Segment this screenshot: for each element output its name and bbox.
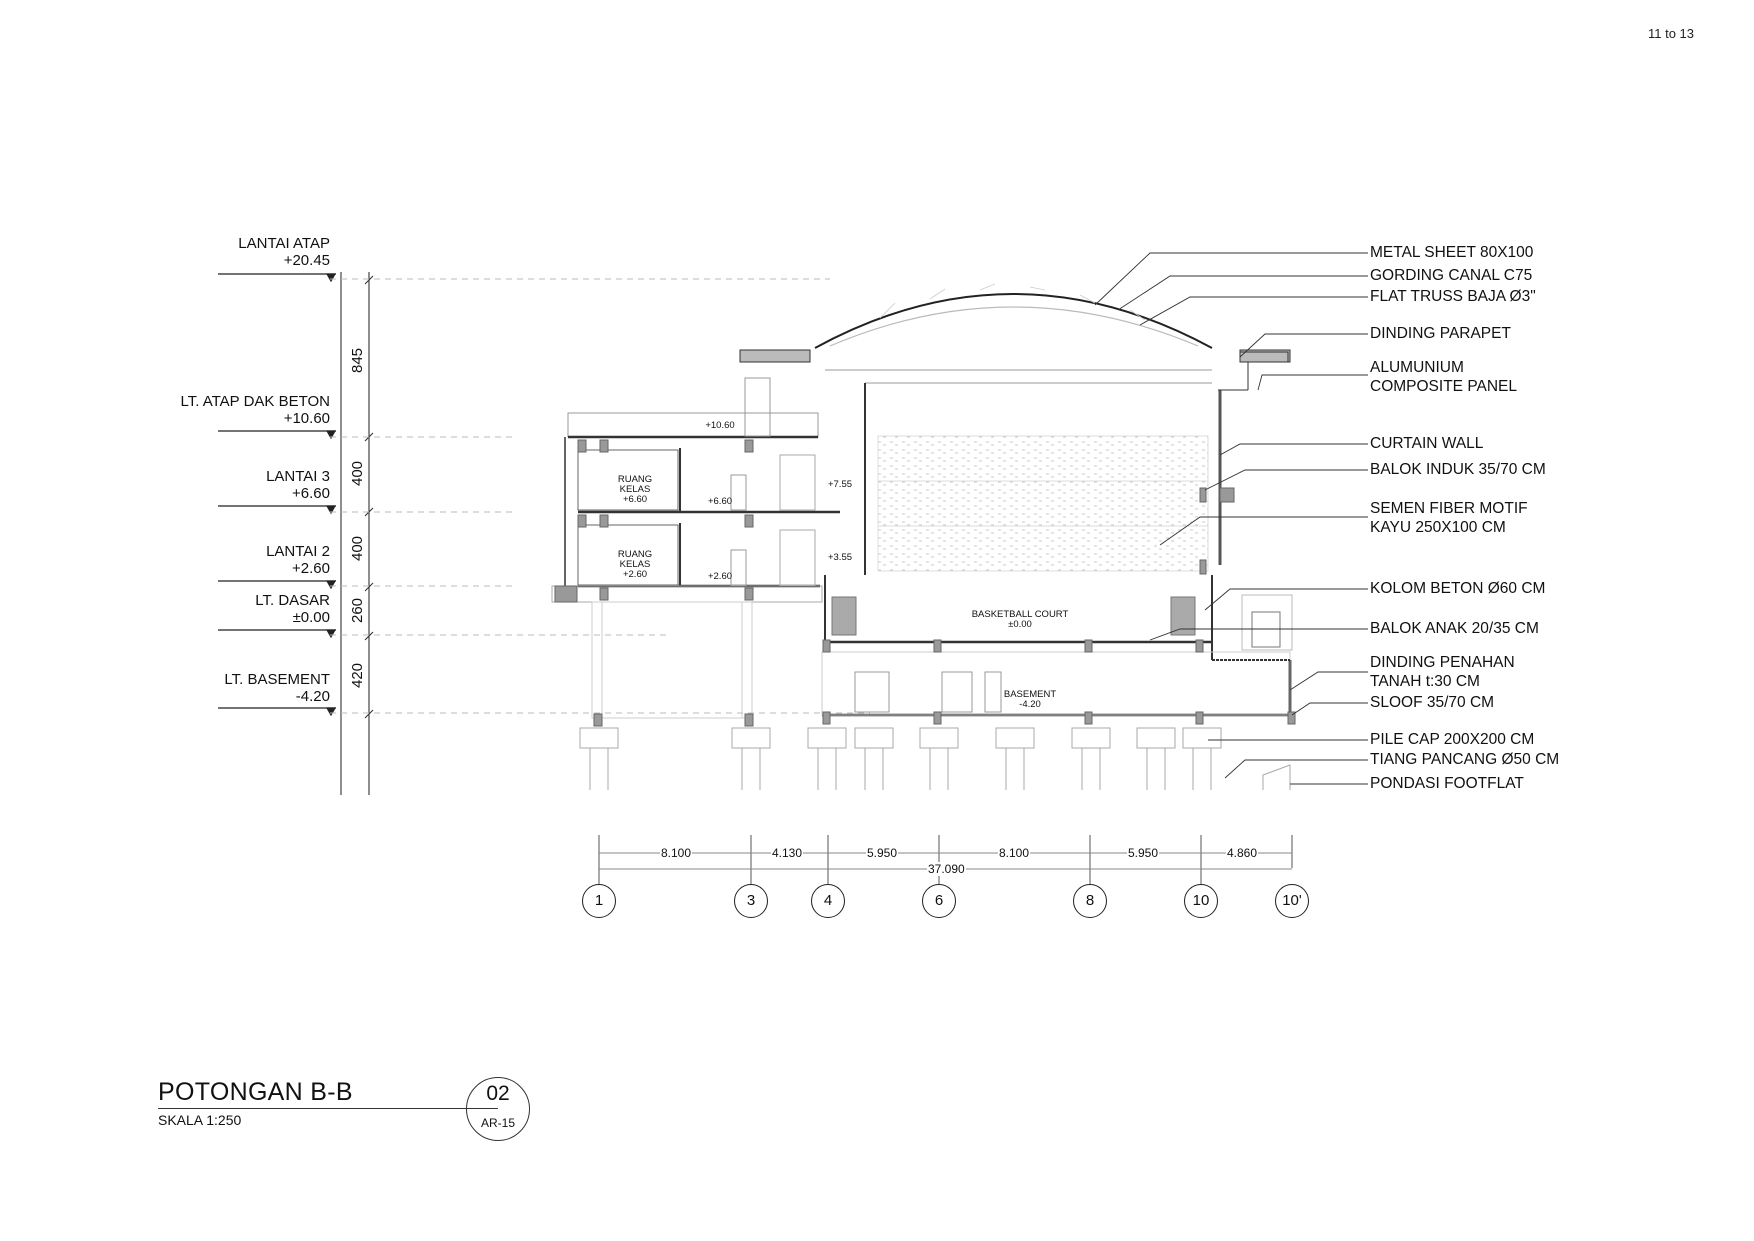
callout-label: BALOK ANAK 20/35 CM: [1370, 619, 1539, 638]
height-dimension: 420: [349, 662, 367, 689]
level-name: LT. BASEMENT: [224, 671, 330, 688]
callout-label: SLOOF 35/70 CM: [1370, 693, 1494, 712]
room-level: -4.20: [1019, 699, 1041, 710]
sheet-reference-circle: [466, 1077, 530, 1141]
title-underline: [158, 1108, 498, 1109]
classroom-block: [551, 377, 840, 727]
room-name: BASKETBALL COURT: [971, 609, 1069, 620]
callout-label: BALOK INDUK 35/70 CM: [1370, 460, 1546, 479]
level-value: ±0.00: [292, 609, 330, 626]
span-dimension: 4.130: [771, 846, 804, 860]
callout-text: KAYU 250X100 CM: [1370, 519, 1506, 536]
callout-label: FLAT TRUSS BAJA Ø3": [1370, 287, 1536, 306]
height-dimension: 400: [349, 460, 367, 487]
spot-level: +6.60: [707, 496, 733, 507]
callout-label: PILE CAP 200X200 CM: [1370, 730, 1534, 749]
callout-label: KOLOM BETON Ø60 CM: [1370, 579, 1545, 598]
callout-text: DINDING PENAHAN: [1370, 654, 1515, 671]
grid-axis-bubble: 8: [1073, 884, 1107, 918]
callout-label: SEMEN FIBER MOTIF KAYU 250X100 CM: [1370, 499, 1528, 537]
callout-label: DINDING PARAPET: [1370, 324, 1511, 343]
grid-axis-bubble: 3: [734, 884, 768, 918]
height-dimension: 400: [349, 535, 367, 562]
callout-label: TIANG PANCANG Ø50 CM: [1370, 750, 1559, 769]
level-lines: [218, 273, 337, 717]
callout-text: FLAT TRUSS BAJA Ø3": [1370, 288, 1536, 305]
level-value: +20.45: [283, 252, 330, 269]
callout-text: TIANG PANCANG Ø50 CM: [1370, 751, 1560, 768]
spot-level: +10.60: [705, 420, 735, 431]
height-dimension: 260: [349, 597, 367, 624]
spot-level: +3.55: [827, 552, 853, 563]
callout-label: ALUMUNIUM COMPOSITE PANEL: [1370, 358, 1517, 396]
grid-axis-bubble: 6: [922, 884, 956, 918]
callout-text: TANAH t:30 CM: [1370, 673, 1480, 690]
grid-axis-bubble: 10: [1184, 884, 1218, 918]
callout-text: BALOK INDUK 35/70 CM: [1370, 461, 1546, 478]
span-dimension: 5.950: [1127, 846, 1160, 860]
span-dimension: 5.950: [866, 846, 899, 860]
callout-text: SLOOF 35/70 CM: [1370, 694, 1495, 711]
grid-lines: [598, 835, 1293, 886]
level-name: LANTAI 3: [266, 468, 330, 485]
sheet-ref: AR-15: [480, 1116, 515, 1130]
room-level: ±0.00: [1008, 619, 1032, 630]
callout-leaders: [1094, 252, 1368, 785]
spot-level: +2.60: [707, 571, 733, 582]
sheet-number: 02: [486, 1082, 510, 1105]
span-dimension: 8.100: [998, 846, 1031, 860]
span-dimension: 4.860: [1226, 846, 1259, 860]
room-name: KELAS: [619, 559, 651, 570]
callout-text: COMPOSITE PANEL: [1370, 378, 1517, 395]
room-label: BASEMENT -4.20: [995, 690, 1065, 710]
room-label: BASKETBALL COURT ±0.00: [960, 610, 1080, 630]
callout-text: PILE CAP 200X200 CM: [1370, 731, 1535, 748]
drawing-title: POTONGAN B-B: [158, 1078, 353, 1106]
room-name: RUANG: [617, 474, 653, 485]
room-level: +2.60: [622, 569, 648, 580]
callout-text: SEMEN FIBER MOTIF: [1370, 500, 1528, 517]
callout-text: ALUMUNIUM: [1370, 359, 1464, 376]
drawing-scale: SKALA 1:250: [158, 1112, 242, 1128]
page-number: 11 to 13: [1648, 26, 1695, 41]
room-level: +6.60: [622, 494, 648, 505]
callout-text: DINDING PARAPET: [1370, 325, 1511, 342]
level-name: LANTAI 2: [266, 543, 330, 560]
span-dimension: 8.100: [660, 846, 693, 860]
spot-level: +7.55: [827, 479, 853, 490]
callout-label: GORDING CANAL C75: [1370, 266, 1532, 285]
room-name: KELAS: [619, 484, 651, 495]
callout-label: CURTAIN WALL: [1370, 434, 1483, 453]
level-value: +6.60: [292, 485, 330, 502]
callout-text: GORDING CANAL C75: [1370, 267, 1533, 284]
level-labels: LANTAI ATAP +20.45 LT. ATAP DAK BETON +1…: [150, 0, 331, 800]
level-name: LT. DASAR: [255, 592, 330, 609]
callout-label: PONDASI FOOTFLAT: [1370, 774, 1524, 793]
level-name: LT. ATAP DAK BETON: [180, 393, 331, 410]
callout-text: PONDASI FOOTFLAT: [1370, 775, 1524, 792]
room-name: BASEMENT: [1003, 689, 1057, 700]
room-label: RUANG KELAS +6.60: [605, 475, 665, 505]
room-label: RUANG KELAS +2.60: [605, 550, 665, 580]
room-name: RUANG: [617, 549, 653, 560]
grid-axis-bubble: 4: [811, 884, 845, 918]
height-dimension: 845: [349, 347, 367, 374]
level-value: +2.60: [292, 560, 330, 577]
grid-axis-bubble: 10': [1275, 884, 1309, 918]
foundations: [579, 727, 1291, 790]
callout-label: METAL SHEET 80X100: [1370, 243, 1533, 262]
callout-text: METAL SHEET 80X100: [1370, 244, 1534, 261]
callout-text: KOLOM BETON Ø60 CM: [1370, 580, 1546, 597]
callout-text: CURTAIN WALL: [1370, 435, 1484, 452]
level-name: LANTAI ATAP: [238, 235, 330, 252]
callout-label: DINDING PENAHAN TANAH t:30 CM: [1370, 653, 1515, 691]
gym-hall: [739, 283, 1296, 725]
level-value: -4.20: [295, 688, 330, 705]
callout-text: BALOK ANAK 20/35 CM: [1370, 620, 1539, 637]
level-value: +10.60: [283, 410, 330, 427]
grid-axis-bubble: 1: [582, 884, 616, 918]
total-dimension: 37.090: [927, 862, 966, 876]
